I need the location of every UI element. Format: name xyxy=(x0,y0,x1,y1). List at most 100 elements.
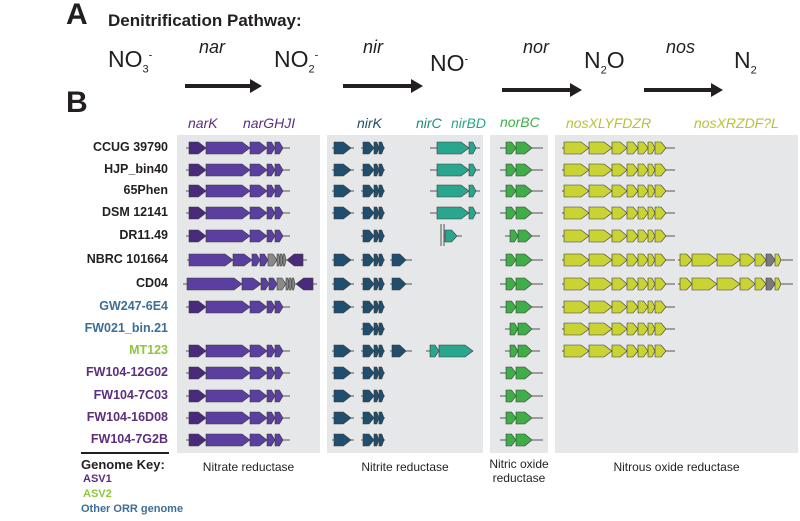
nirK3-gene xyxy=(391,253,407,267)
norB-gene xyxy=(505,389,517,403)
narG-gene xyxy=(205,411,251,425)
nosD-gene xyxy=(637,206,649,220)
norB-gene xyxy=(509,322,519,336)
nirK-gene xyxy=(333,277,352,291)
nirK-gene xyxy=(333,253,352,267)
genome-label: CD04 xyxy=(136,276,168,290)
caption-nitrite: Nitrite reductase xyxy=(361,460,449,474)
nosD-gene xyxy=(637,322,649,336)
nirB-gene xyxy=(436,184,470,198)
nosR-gene xyxy=(654,344,667,358)
nosD-gene xyxy=(637,229,649,243)
narI-gene xyxy=(274,184,284,198)
narH-gene xyxy=(249,184,268,198)
nosZ-gene xyxy=(647,163,656,177)
nosX-gene xyxy=(563,206,590,220)
narG-gene xyxy=(205,184,251,198)
nosL-gene xyxy=(774,253,782,267)
genome-label: DSM 12141 xyxy=(101,205,168,219)
narJ-gene xyxy=(266,389,276,403)
narK-gene xyxy=(188,184,207,198)
narJ-gene xyxy=(266,229,276,243)
narG-gene xyxy=(205,344,251,358)
norB-gene xyxy=(505,277,517,291)
nirK3-gene xyxy=(391,344,407,358)
narK-gene xyxy=(188,163,207,177)
nosF-gene xyxy=(626,300,639,314)
nosY-gene xyxy=(611,206,628,220)
narG-gene xyxy=(205,229,251,243)
norC-gene xyxy=(515,433,533,447)
gene-arrow xyxy=(373,411,380,425)
norB-gene xyxy=(505,253,517,267)
norC-gene xyxy=(515,277,533,291)
genome-label: FW021_bin.21 xyxy=(84,321,168,335)
narH-gene xyxy=(249,300,268,314)
nosY-gene xyxy=(611,253,628,267)
narJ-gene xyxy=(266,433,276,447)
hypothetical-gene xyxy=(765,277,776,291)
genome-row xyxy=(186,206,675,220)
nosR-gene xyxy=(654,300,667,314)
gene-arrow xyxy=(378,433,385,447)
nosX-gene xyxy=(563,141,590,155)
nirK2-gene xyxy=(362,184,375,198)
nosX-gene xyxy=(679,253,693,267)
gene-label-nirC: nirC xyxy=(416,115,442,131)
narH-gene xyxy=(249,344,268,358)
nosF-gene xyxy=(626,344,639,358)
narI-gene xyxy=(274,300,284,314)
narK-gene xyxy=(188,141,207,155)
gene-arrow xyxy=(378,389,385,403)
nirK-gene xyxy=(333,389,352,403)
nosF-gene xyxy=(626,184,639,198)
genome-label: MT123 xyxy=(129,343,168,357)
nirD-gene xyxy=(468,163,477,177)
nosX-gene xyxy=(563,277,590,291)
nirK3-gene xyxy=(391,277,407,291)
narK-gene xyxy=(188,433,207,447)
narI-gene xyxy=(274,389,284,403)
genome-row xyxy=(186,433,543,447)
nosY-gene xyxy=(611,163,628,177)
nosL-gene xyxy=(774,277,782,291)
narK-gene xyxy=(188,206,207,220)
nirK-gene xyxy=(333,206,352,220)
nirK-gene xyxy=(333,411,352,425)
nirD-gene xyxy=(468,141,477,155)
narG-gene xyxy=(232,253,253,267)
gene-label-nosXLYFDZR: nosXLYFDZR xyxy=(566,115,652,131)
gene-arrow xyxy=(291,277,296,291)
enzyme-nar: nar xyxy=(199,37,226,57)
nosY-gene xyxy=(611,300,628,314)
nosL-gene xyxy=(588,229,613,243)
nirK2-gene xyxy=(362,300,375,314)
gene-arrow xyxy=(268,277,278,291)
nosZ-gene xyxy=(647,253,656,267)
nosR-gene xyxy=(654,277,667,291)
nosL-gene xyxy=(588,322,613,336)
nosF-gene xyxy=(754,253,767,267)
narG-gene xyxy=(205,366,251,380)
enzyme-nor: nor xyxy=(523,37,550,57)
norB-gene xyxy=(505,300,517,314)
nosF-gene xyxy=(626,277,639,291)
nosD-gene xyxy=(637,277,649,291)
species-dinitrogen: N2 xyxy=(734,47,757,77)
nosL-gene xyxy=(588,184,613,198)
norB-gene xyxy=(505,206,517,220)
norC-gene xyxy=(515,163,533,177)
species-nitrate: NO3- xyxy=(108,46,153,76)
narG-gene xyxy=(205,206,251,220)
nirB-gene xyxy=(436,206,470,220)
nosD-gene xyxy=(637,184,649,198)
norC-gene xyxy=(517,229,533,243)
nosD-gene xyxy=(637,141,649,155)
norB-gene xyxy=(505,411,517,425)
genome-label: FW104-7G2B xyxy=(90,432,168,446)
narG-gene xyxy=(205,300,251,314)
norC-gene xyxy=(515,184,533,198)
narJ-gene xyxy=(266,141,276,155)
nirK2-gene xyxy=(362,229,375,243)
nosL-gene xyxy=(588,344,613,358)
